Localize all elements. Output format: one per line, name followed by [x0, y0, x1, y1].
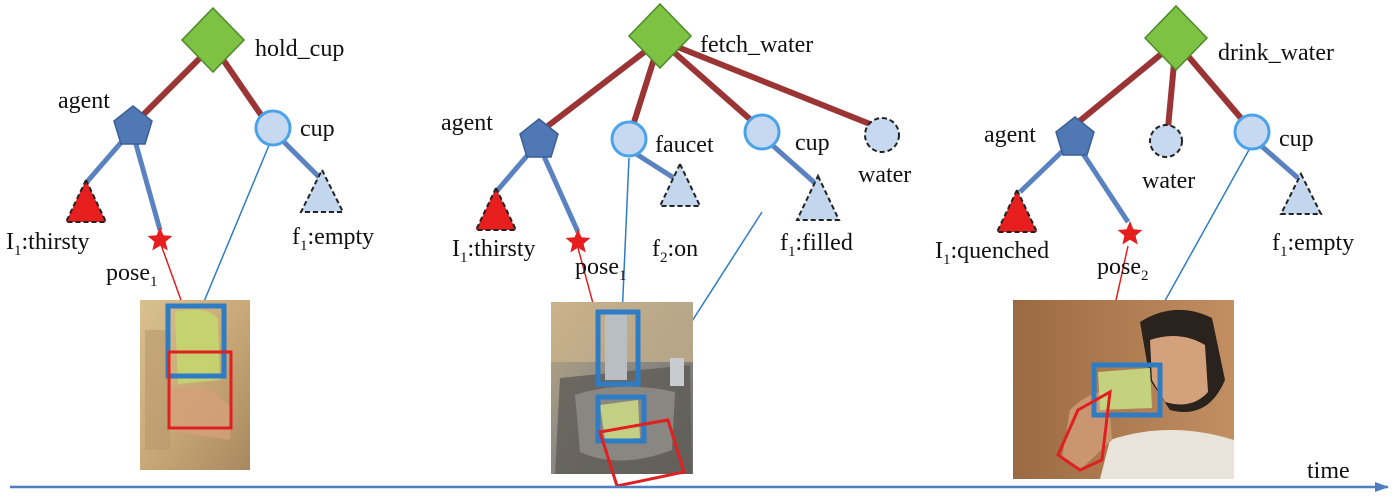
pose-label: pose2 — [1097, 254, 1149, 284]
panel-hold-cup: hold_cup agent cup I1:thirsty pose1 f1:e… — [6, 6, 374, 470]
edge-agent-pose — [129, 129, 163, 231]
cup-fluent-label: f1:filled — [780, 230, 853, 260]
intent-label: I1:thirsty — [452, 236, 536, 266]
event-label: fetch_water — [700, 32, 813, 58]
event-diamond-icon — [1143, 4, 1209, 72]
cup-label: cup — [1279, 126, 1314, 152]
pose-star-icon — [1117, 221, 1143, 245]
intent-triangle-icon — [995, 187, 1039, 233]
pose-star-icon — [147, 227, 173, 251]
edge-event-agent — [538, 37, 662, 135]
panel-drink-water: drink_water agent water cup I1:quenched … — [935, 4, 1354, 479]
fluent-label: f1:empty — [1272, 230, 1354, 260]
cup-circle-icon — [1233, 113, 1271, 151]
pose-label: pose1 — [106, 260, 158, 290]
cup-circle-icon — [254, 109, 292, 147]
pose-label: pose1 — [575, 254, 627, 284]
video-frame-fetch-water — [551, 302, 693, 488]
cup-label: cup — [300, 116, 335, 142]
agent-pentagon-icon — [113, 105, 153, 145]
fluent-triangle-icon — [299, 167, 345, 213]
cup-fluent-triangle-icon — [795, 173, 841, 221]
faucet-circle-icon — [610, 120, 648, 158]
agent-label: agent — [441, 110, 493, 136]
edge-event-water — [658, 37, 882, 131]
agent-label: agent — [58, 88, 110, 114]
water-label: water — [858, 162, 911, 188]
water-dashed-circle-icon — [864, 117, 900, 153]
water-dashed-circle-icon — [1149, 124, 1183, 158]
cup-circle-icon — [743, 113, 781, 151]
event-diamond-icon — [180, 6, 246, 74]
event-label: drink_water — [1218, 40, 1334, 66]
video-frame-drink-water — [1013, 300, 1234, 479]
water-label: water — [1142, 168, 1195, 194]
panel-fetch-water: fetch_water agent faucet cup water I1:th… — [441, 2, 911, 488]
event-label: hold_cup — [255, 36, 344, 62]
time-axis-label: time — [1307, 458, 1350, 484]
intent-label: I1:thirsty — [6, 229, 90, 259]
agent-pentagon-icon — [1055, 116, 1095, 156]
agent-pentagon-icon — [519, 118, 559, 158]
pose-star-icon — [565, 229, 591, 253]
edge-event-cup — [658, 37, 762, 131]
agent-label: agent — [984, 122, 1036, 148]
cup-label: cup — [795, 130, 830, 156]
fluent-triangle-icon — [1279, 171, 1323, 215]
faucet-label: faucet — [655, 132, 714, 158]
video-frame-hold-cup — [140, 300, 250, 470]
intent-triangle-icon — [474, 185, 518, 231]
grounding-line-cup — [197, 137, 273, 317]
fluent-label: f1:empty — [292, 224, 374, 254]
edge-agent-pose — [535, 141, 581, 234]
intent-triangle-icon — [64, 177, 108, 223]
faucet-fluent-triangle-icon — [658, 161, 702, 207]
grounding-line-faucet — [621, 157, 630, 319]
event-diamond-icon — [627, 2, 693, 70]
faucet-fluent-label: f2:on — [652, 236, 698, 266]
intent-label: I1:quenched — [935, 238, 1049, 268]
edge-event-agent — [1074, 39, 1178, 127]
